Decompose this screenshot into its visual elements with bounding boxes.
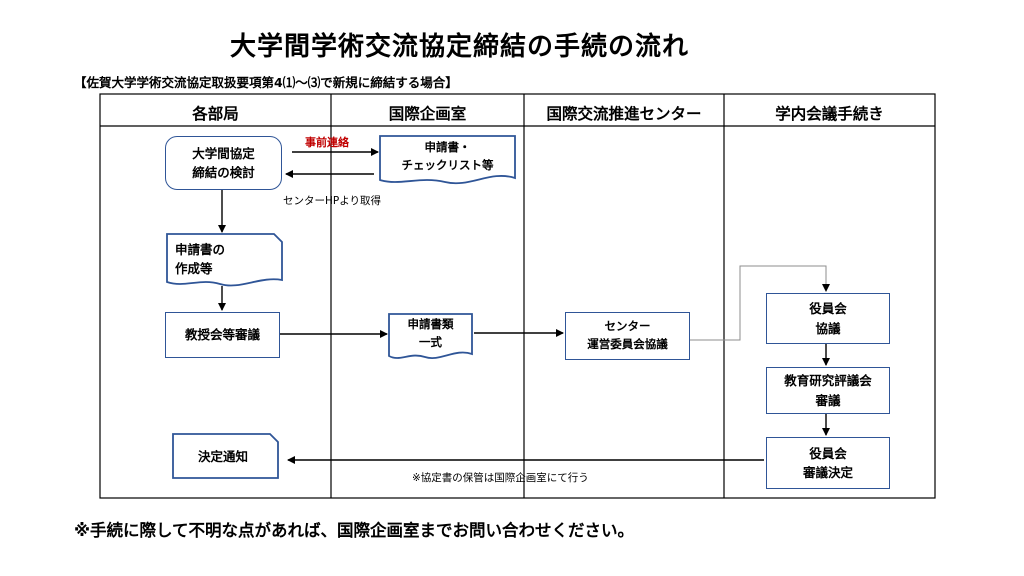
node-create-application: 申請書の 作成等	[175, 241, 226, 276]
node-officer-consultation: 役員会 協議	[766, 293, 890, 344]
node-decision-notice: 決定通知	[197, 449, 248, 465]
node-consider-agreement: 大学間協定 締結の検討	[165, 136, 282, 190]
swimlane-frame	[99, 93, 936, 499]
footer-note: ※手続に際して不明な点があれば、国際企画室までお問い合わせください。	[74, 521, 635, 540]
label-storage-note: ※協定書の保管は国際企画室にて行う	[412, 472, 589, 484]
connector-center-to-officer	[690, 265, 827, 341]
lane-header-international-office: 国際企画室	[388, 105, 467, 123]
lane-header-departments: 各部局	[192, 105, 239, 123]
application-docs-shape	[379, 135, 516, 185]
arrowhead	[822, 284, 830, 292]
page-subtitle: 【佐賀大学学術交流協定取扱要項第4⑴～⑶で新規に締結する場合】	[74, 75, 458, 90]
page-title: 大学間学術交流協定締結の手続の流れ	[230, 32, 690, 62]
app-set-shape	[388, 313, 473, 359]
label-obtain-from-hp: センターHPより取得	[283, 195, 382, 207]
node-officer-decision: 役員会 審議決定	[766, 437, 890, 489]
lane-header-internal-meetings: 学内会議手続き	[775, 105, 884, 123]
node-center-committee: センター 運営委員会協議	[565, 312, 690, 360]
node-faculty-review: 教授会等審議	[165, 312, 280, 358]
node-application-docs: 申請書・ チェックリスト等	[401, 140, 494, 172]
create-app-shape	[166, 233, 283, 287]
node-application-set: 申請書類 一式	[407, 317, 454, 349]
label-prior-contact: 事前連絡	[305, 136, 349, 149]
lane-header-exchange-center: 国際交流推進センター	[546, 105, 702, 123]
node-education-council: 教育研究評議会 審議	[766, 367, 890, 414]
notice-shape	[172, 433, 279, 479]
